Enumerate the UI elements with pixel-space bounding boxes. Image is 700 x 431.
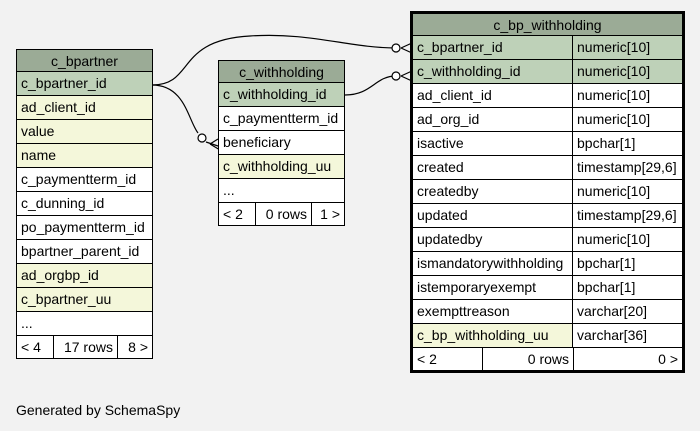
column-row[interactable]: isactive bpchar[1] <box>413 132 682 156</box>
column-name: c_bpartner_id <box>21 75 107 91</box>
generated-by-credit: Generated by SchemaSpy <box>16 402 181 418</box>
row-count: 0 rows <box>255 203 311 225</box>
column-row[interactable]: c_paymentterm_id <box>17 168 152 192</box>
column-row[interactable]: c_bp_withholding_uu varchar[36] <box>413 324 682 348</box>
children-count[interactable]: 8 > <box>117 336 152 358</box>
column-row[interactable]: name <box>17 144 152 168</box>
fk-optional-marker <box>197 133 207 143</box>
column-type: numeric[10] <box>572 108 682 131</box>
column-name: ad_org_id <box>417 111 480 127</box>
column-name: name <box>21 147 57 163</box>
fk-optional-marker <box>391 43 401 53</box>
column-name: c_paymentterm_id <box>21 171 137 187</box>
column-row[interactable]: ad_orgbp_id <box>17 264 152 288</box>
column-row[interactable]: po_paymentterm_id <box>17 216 152 240</box>
column-name: ... <box>21 315 33 331</box>
column-name: created <box>417 159 464 175</box>
column-name: isactive <box>417 135 464 151</box>
column-type: timestamp[29,6] <box>572 156 682 179</box>
column-name: c_paymentterm_id <box>223 110 339 126</box>
column-name: exempttreason <box>417 303 510 319</box>
column-type: numeric[10] <box>572 36 682 59</box>
table-footer: < 2 0 rows 0 > <box>413 348 682 370</box>
column-row[interactable]: value <box>17 120 152 144</box>
column-row[interactable]: beneficiary <box>219 131 344 155</box>
column-row[interactable]: c_dunning_id <box>17 192 152 216</box>
column-row[interactable]: updatedby numeric[10] <box>413 228 682 252</box>
column-type: varchar[20] <box>572 300 682 323</box>
column-row[interactable]: ismandatorywithholding bpchar[1] <box>413 252 682 276</box>
table-c-withholding[interactable]: c_withholding c_withholding_id c_payment… <box>218 60 345 226</box>
column-name: bpartner_parent_id <box>21 243 140 259</box>
column-row[interactable]: c_bpartner_id numeric[10] <box>413 36 682 60</box>
column-type: timestamp[29,6] <box>572 204 682 227</box>
column-row[interactable]: ad_org_id numeric[10] <box>413 108 682 132</box>
column-type: numeric[10] <box>572 228 682 251</box>
column-name: ad_orgbp_id <box>21 267 99 283</box>
children-count[interactable]: 1 > <box>311 203 344 225</box>
column-type: bpchar[1] <box>572 252 682 275</box>
column-row[interactable]: c_withholding_uu <box>219 155 344 179</box>
column-name: c_withholding_id <box>417 63 521 79</box>
column-type: bpchar[1] <box>572 132 682 155</box>
column-name: po_paymentterm_id <box>21 219 145 235</box>
column-row[interactable]: updated timestamp[29,6] <box>413 204 682 228</box>
column-name: c_bpartner_uu <box>21 291 112 307</box>
column-name: updated <box>417 207 468 223</box>
column-name: c_withholding_uu <box>223 158 332 174</box>
column-name: istemporaryexempt <box>417 279 537 295</box>
column-row[interactable]: c_paymentterm_id <box>219 107 344 131</box>
parents-count[interactable]: < 2 <box>417 351 437 367</box>
column-row[interactable]: ad_client_id <box>17 96 152 120</box>
column-name: createdby <box>417 183 479 199</box>
column-row[interactable]: istemporaryexempt bpchar[1] <box>413 276 682 300</box>
column-name: c_dunning_id <box>21 195 105 211</box>
table-footer: < 4 17 rows 8 > <box>17 336 152 358</box>
column-row[interactable]: c_bpartner_uu <box>17 288 152 312</box>
column-name: ad_client_id <box>417 87 492 103</box>
column-name: beneficiary <box>223 134 291 150</box>
parents-count[interactable]: < 2 <box>223 206 243 222</box>
column-type: varchar[36] <box>572 324 682 347</box>
column-row[interactable]: c_withholding_id <box>219 83 344 107</box>
column-type: bpchar[1] <box>572 276 682 299</box>
column-name: c_bpartner_id <box>417 39 503 55</box>
parents-count[interactable]: < 4 <box>21 339 41 355</box>
column-name: c_withholding_id <box>223 86 327 102</box>
table-title: c_bpartner <box>17 50 152 72</box>
column-row[interactable]: c_bpartner_id <box>17 72 152 96</box>
children-count[interactable]: 0 > <box>573 348 682 370</box>
column-row[interactable]: exempttreason varchar[20] <box>413 300 682 324</box>
fk-line-bpartner-to-bp-withholding <box>151 34 397 86</box>
column-name: ismandatorywithholding <box>417 255 564 271</box>
table-title: c_withholding <box>219 61 344 83</box>
column-row[interactable]: createdby numeric[10] <box>413 180 682 204</box>
fk-line-withholding-to-bp-withholding <box>344 75 397 96</box>
column-type: numeric[10] <box>572 60 682 83</box>
column-row[interactable]: ... <box>219 179 344 203</box>
table-c-bpartner[interactable]: c_bpartner c_bpartner_id ad_client_id va… <box>16 49 153 359</box>
column-row[interactable]: ad_client_id numeric[10] <box>413 84 682 108</box>
row-count: 17 rows <box>53 336 117 358</box>
column-name: updatedby <box>417 231 483 247</box>
column-name: value <box>21 123 55 139</box>
column-row[interactable]: bpartner_parent_id <box>17 240 152 264</box>
table-c-bp-withholding[interactable]: c_bp_withholding c_bpartner_id numeric[10… <box>410 11 685 373</box>
column-row[interactable]: c_withholding_id numeric[10] <box>413 60 682 84</box>
table-title: c_bp_withholding <box>413 14 682 36</box>
column-row[interactable]: ... <box>17 312 152 336</box>
column-name: ad_client_id <box>21 99 96 115</box>
row-count: 0 rows <box>482 348 573 370</box>
fk-line-bpartner-to-withholding <box>151 84 199 134</box>
column-name: c_bp_withholding_uu <box>417 327 549 343</box>
column-row[interactable]: created timestamp[29,6] <box>413 156 682 180</box>
table-footer: < 2 0 rows 1 > <box>219 203 344 225</box>
column-name: ... <box>223 182 235 198</box>
column-type: numeric[10] <box>572 84 682 107</box>
fk-optional-marker <box>391 71 401 81</box>
column-type: numeric[10] <box>572 180 682 203</box>
